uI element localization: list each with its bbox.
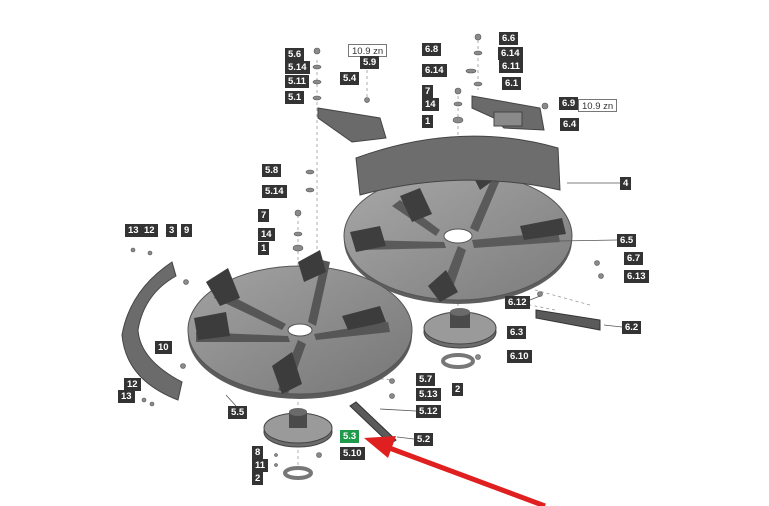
callout-5-6: 5.6 <box>285 48 305 61</box>
callout-6-7: 6.7 <box>624 252 644 265</box>
callout-5-2: 5.2 <box>414 433 434 446</box>
hub-left <box>263 408 333 448</box>
callout-14-left: 14 <box>258 228 275 241</box>
fasteners <box>130 33 604 467</box>
callout-13-bottom: 13 <box>118 390 135 403</box>
rings <box>283 353 475 480</box>
callout-5-14-lower: 5.14 <box>262 185 287 198</box>
callout-6-14-left: 6.14 <box>422 64 447 77</box>
callout-7-left: 7 <box>258 209 270 222</box>
callout-12-bottom: 12 <box>124 378 141 391</box>
callout-5-14: 5.14 <box>285 61 310 74</box>
callout-1-right: 1 <box>422 115 434 128</box>
callout-8: 8 <box>252 446 264 459</box>
right-disc <box>343 162 573 304</box>
hub-6-3 <box>423 308 497 349</box>
callout-5-13: 5.13 <box>416 388 441 401</box>
callout-5-5: 5.5 <box>228 406 248 419</box>
blade-6-4 <box>471 95 545 131</box>
callout-6-11: 6.11 <box>499 60 523 73</box>
callout-5-3-highlighted: 5.3 <box>340 430 360 443</box>
callout-6-8: 6.8 <box>422 43 442 56</box>
blade-5-4 <box>317 107 387 143</box>
callout-5-10: 5.10 <box>340 447 365 460</box>
callout-5-8: 5.8 <box>262 164 282 177</box>
band-3 <box>121 261 183 401</box>
callout-5-9: 5.9 <box>360 56 380 69</box>
left-disc <box>187 250 413 399</box>
callout-11: 11 <box>252 459 269 472</box>
callout-5-1: 5.1 <box>285 91 305 104</box>
callout-6-4: 6.4 <box>560 118 580 131</box>
band-4 <box>355 135 561 196</box>
callout-1-left: 1 <box>258 242 270 255</box>
callout-2-right: 2 <box>452 383 464 396</box>
callout-5-4: 5.4 <box>340 72 360 85</box>
callout-3: 3 <box>166 224 178 237</box>
callout-5-7: 5.7 <box>416 373 436 386</box>
callout-10-9zn-right: 10.9 zn <box>578 99 618 112</box>
callout-6-10: 6.10 <box>507 350 532 363</box>
leader-lines <box>225 182 623 440</box>
bar-parts <box>349 309 601 445</box>
callout-12-top: 12 <box>141 224 158 237</box>
callout-9: 9 <box>181 224 193 237</box>
callout-4: 4 <box>620 177 632 190</box>
callout-5-12: 5.12 <box>416 405 441 418</box>
red-pointer-arrow <box>364 436 546 506</box>
callout-6-14-right: 6.14 <box>498 47 523 60</box>
callout-6-13: 6.13 <box>624 270 649 283</box>
callout-6-6: 6.6 <box>499 32 519 45</box>
callout-2-left: 2 <box>252 472 264 485</box>
callout-6-5: 6.5 <box>617 234 637 247</box>
callout-6-12: 6.12 <box>505 296 530 309</box>
callout-13-top: 13 <box>125 224 142 237</box>
callout-6-9: 6.9 <box>559 97 579 110</box>
callout-10: 10 <box>155 341 172 354</box>
callout-5-11: 5.11 <box>285 75 309 88</box>
callout-6-1: 6.1 <box>502 77 522 90</box>
callout-14-right: 14 <box>422 98 439 111</box>
callout-7-right: 7 <box>422 85 434 98</box>
callout-6-3: 6.3 <box>507 326 527 339</box>
callout-6-2: 6.2 <box>622 321 642 334</box>
